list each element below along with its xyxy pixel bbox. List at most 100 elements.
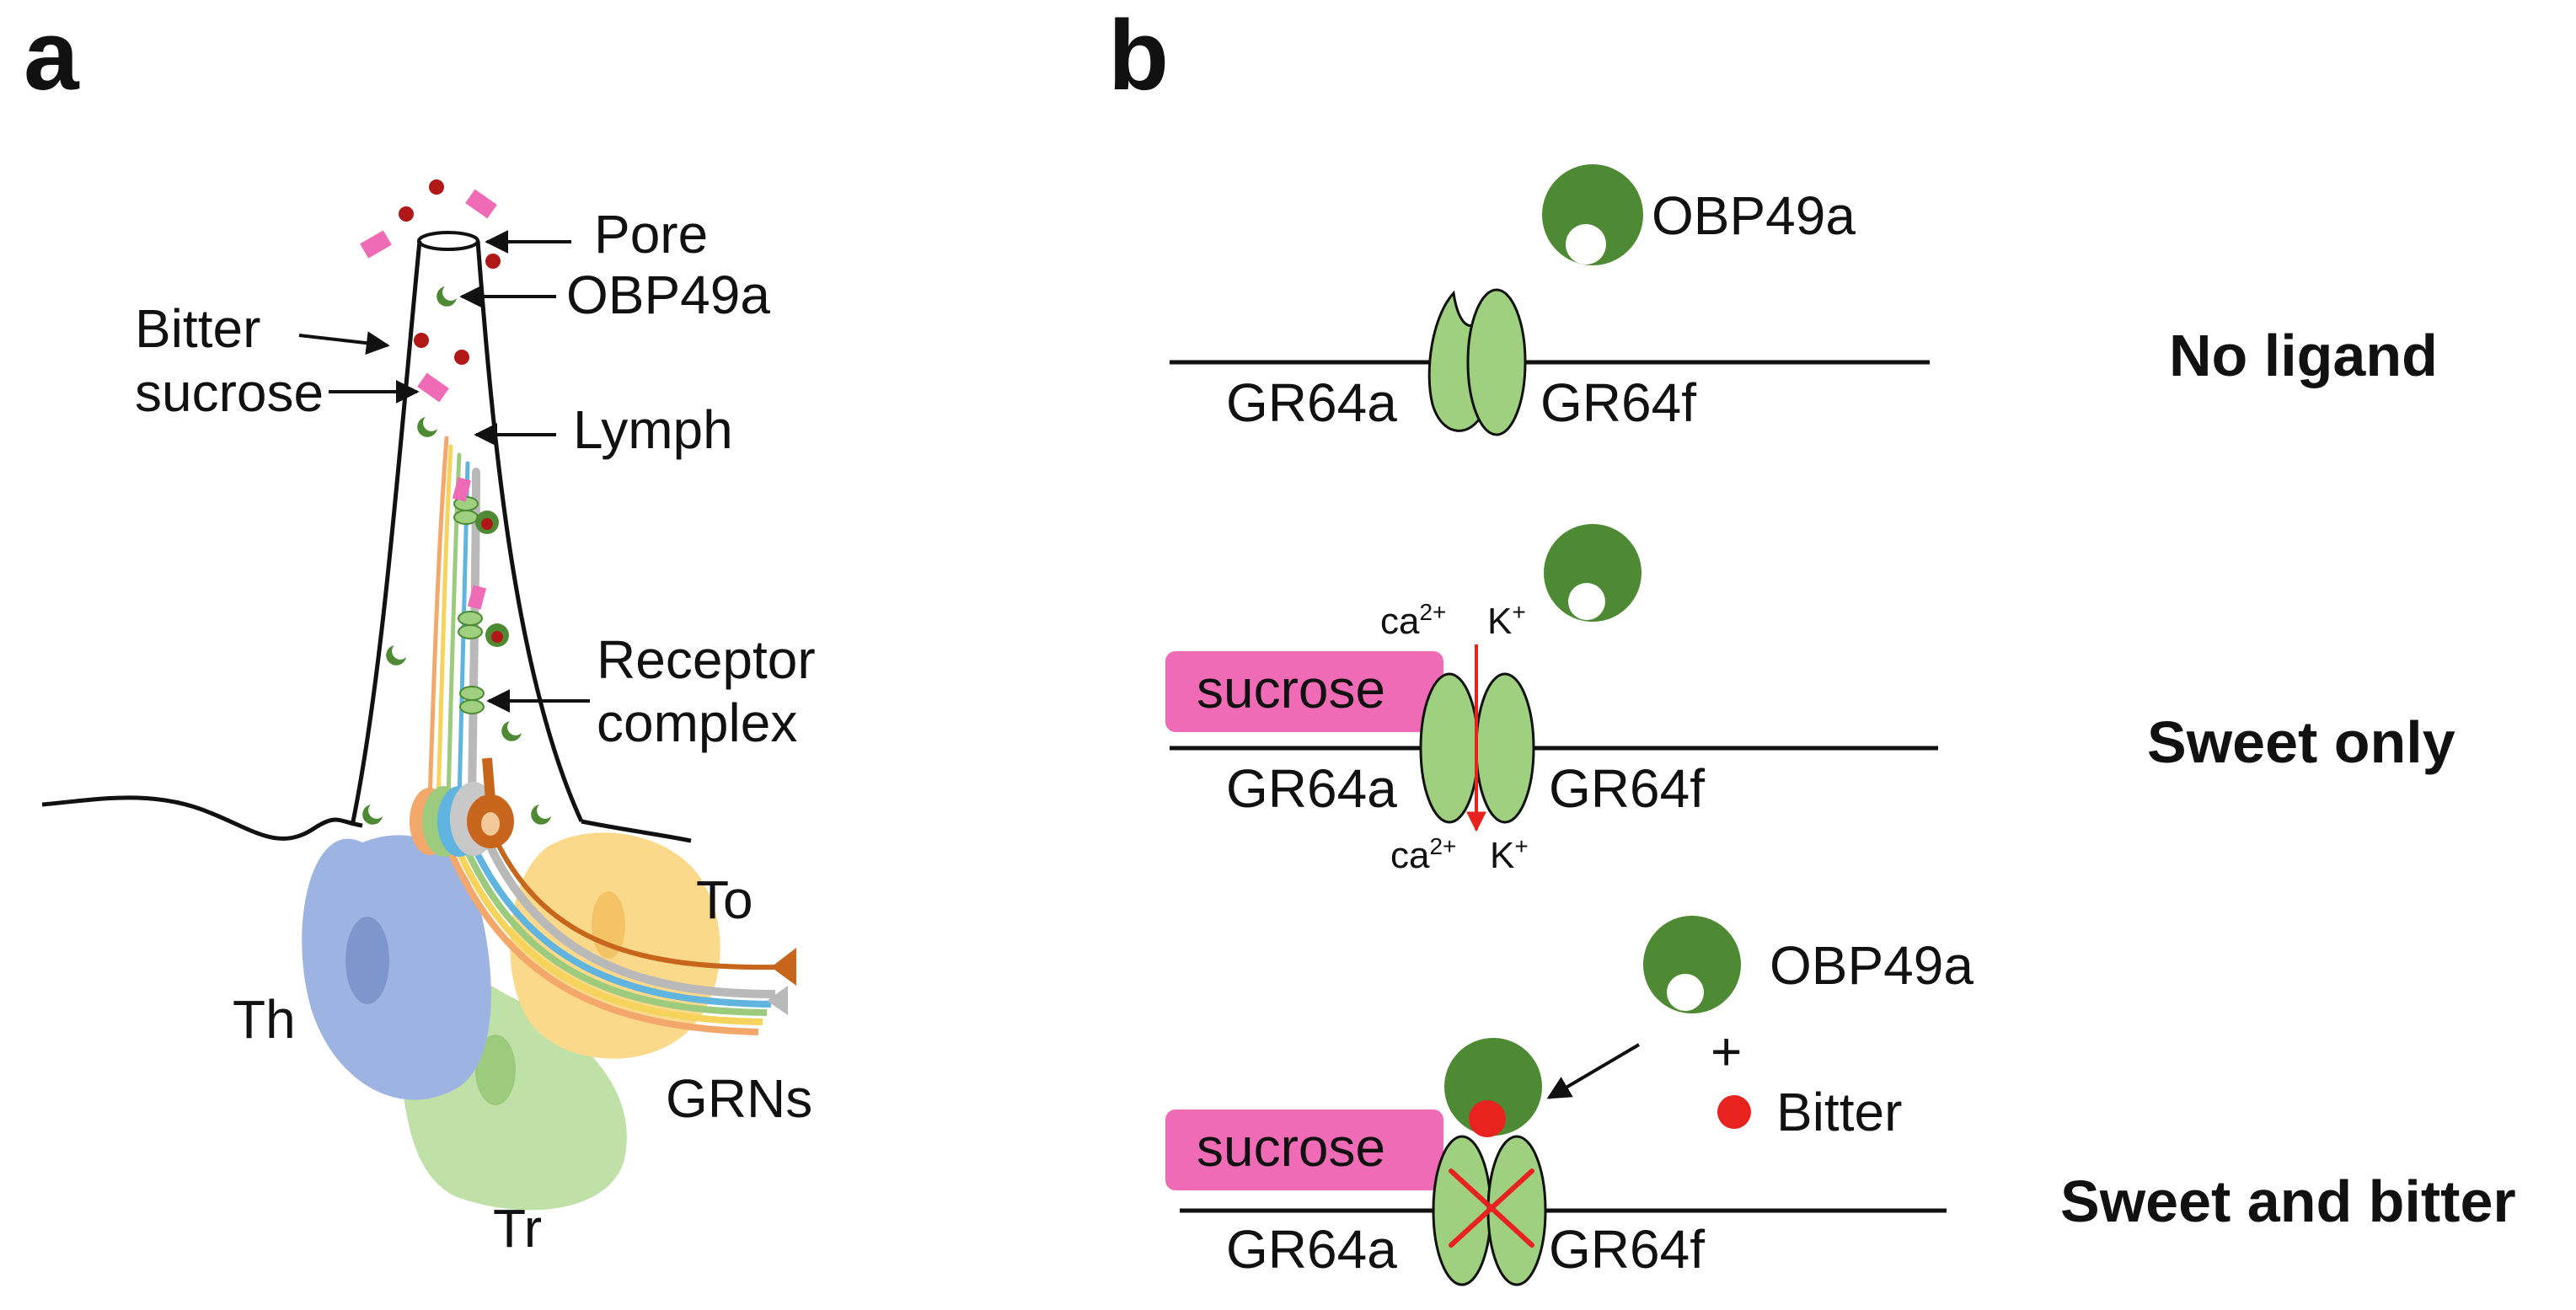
to-label: To <box>696 869 753 930</box>
obp-pocket <box>1566 224 1606 265</box>
axon-terminal-brown <box>771 948 796 986</box>
annotation-arrows-a <box>298 230 590 713</box>
ion-top-k: K+ <box>1487 599 1526 642</box>
receptor-label-line2: complex <box>597 692 797 753</box>
sucrose-label-a: sucrose <box>135 362 324 423</box>
bitter-dot-bound <box>481 518 493 530</box>
panel-b: b OBP49a GR64a GR64f No ligand sucrose c… <box>1108 0 2516 1286</box>
axon-orange <box>443 841 759 1035</box>
gr64f-label-row2: GR64f <box>1549 758 1705 819</box>
panel-b-letter: b <box>1108 0 1169 111</box>
row-no-ligand: OBP49a GR64a GR64f No ligand <box>1170 164 2438 436</box>
obp-label-row3: OBP49a <box>1770 935 1974 996</box>
obp-crescent <box>417 417 437 437</box>
obp-label-a: OBP49a <box>566 265 770 325</box>
obp-crescent <box>386 645 406 666</box>
sucrose-box-row2 <box>1165 651 1443 732</box>
dendrite-yellow <box>436 444 453 803</box>
receptor-complexes <box>453 496 485 714</box>
grns-label: GRNs <box>666 1068 812 1129</box>
bitter-dot <box>454 350 469 365</box>
gr64a-label-row1: GR64a <box>1226 372 1397 433</box>
axon-blue <box>469 841 772 1008</box>
sucrose-block <box>452 477 472 502</box>
gr64a-label-row3: GR64a <box>1226 1219 1397 1280</box>
bitter-label-a: Bitter <box>135 298 260 359</box>
obp-bound-receptor <box>1444 1038 1542 1136</box>
bitter-dot <box>414 333 429 348</box>
obp-label-row1: OBP49a <box>1652 185 1856 246</box>
cuticle-line <box>41 795 363 841</box>
obp-pocket <box>1667 974 1704 1011</box>
soma-brown-nucleus <box>481 812 500 836</box>
axon-green <box>460 841 768 1016</box>
gr64a-label-row2: GR64a <box>1226 758 1397 819</box>
sucrose-block <box>465 189 497 219</box>
axon-yellow <box>452 841 763 1025</box>
sucrose-block <box>467 585 487 610</box>
tr-label: Tr <box>493 1198 542 1259</box>
sucrose-molecules-a <box>360 189 497 610</box>
gr64a-subunit <box>1419 672 1480 824</box>
th-nucleus <box>345 917 389 1004</box>
gr64f-subunit <box>1475 672 1535 824</box>
obp-crescent <box>362 805 383 825</box>
obp-molecules-a <box>362 286 551 825</box>
gr64a-subunit <box>1432 1135 1492 1286</box>
panel-a-letter: a <box>24 0 80 111</box>
tr-nucleus <box>475 1035 516 1105</box>
grn-somas <box>410 757 796 1035</box>
receptor-complex <box>453 510 479 525</box>
axon-gray <box>480 832 776 998</box>
ion-top-ca: ca2+ <box>1380 599 1446 642</box>
bitter-dot-legend <box>1717 1095 1751 1129</box>
axon-brown <box>495 841 776 970</box>
obp-crescent <box>531 805 551 825</box>
bitter-dot <box>485 254 501 269</box>
obp-crescent <box>436 286 457 307</box>
sucrose-box-row3 <box>1165 1109 1443 1190</box>
sucrose-label-row2: sucrose <box>1197 659 1385 719</box>
receptor-complex <box>459 699 485 714</box>
bitter-dot-bound <box>491 631 503 643</box>
receptor-complex <box>458 624 483 639</box>
bitter-in-pocket <box>1469 1100 1506 1137</box>
gr64f-subunit <box>1466 288 1527 436</box>
receptor-complex <box>458 611 483 626</box>
blocked-x-icon <box>1449 1168 1534 1248</box>
state-label-row2: Sweet only <box>2147 709 2456 775</box>
dendrite-brown <box>482 757 495 801</box>
axon-terminal-gray <box>767 986 788 1015</box>
th-cell <box>302 835 491 1100</box>
sucrose-label-row3: sucrose <box>1197 1117 1385 1178</box>
plus-sign: + <box>1711 1021 1742 1082</box>
sensillum-right-wall <box>475 240 584 823</box>
obp-protein <box>1544 524 1641 622</box>
state-label-row1: No ligand <box>2169 323 2438 388</box>
obp-crescent <box>501 721 522 741</box>
obp-pocket <box>1568 583 1605 620</box>
gr64f-label-row3: GR64f <box>1549 1219 1705 1280</box>
lymph-label: Lymph <box>573 399 733 460</box>
receptor-complex <box>459 686 485 701</box>
state-label-row3: Sweet and bitter <box>2060 1168 2516 1234</box>
th-label: Th <box>233 989 296 1050</box>
sensillum-left-wall <box>350 240 422 826</box>
pore-opening <box>417 231 479 251</box>
bitter-arrow <box>298 331 390 356</box>
row-sweet-only: sucrose ca2+ K+ ca2+ K+ GR64a GR64f Swee… <box>1165 524 2456 876</box>
gr64f-label-row1: GR64f <box>1540 372 1696 433</box>
sensillum <box>41 231 692 843</box>
pore-label: Pore <box>594 204 708 265</box>
sucrose-block <box>360 230 392 259</box>
bitter-label-row3: Bitter <box>1776 1082 1902 1142</box>
binding-arrow <box>1546 1043 1641 1099</box>
panel-a: a <box>24 0 816 1259</box>
bitter-dot <box>429 179 444 195</box>
row-sweet-and-bitter: OBP49a + Bitter sucrose GR64a GR64f Swee… <box>1165 916 2516 1286</box>
cuticle-line-right <box>581 819 692 843</box>
obp-bound-a <box>475 511 509 647</box>
receptor-label-line1: Receptor <box>597 629 816 690</box>
ion-bottom-k: K+ <box>1490 833 1529 876</box>
